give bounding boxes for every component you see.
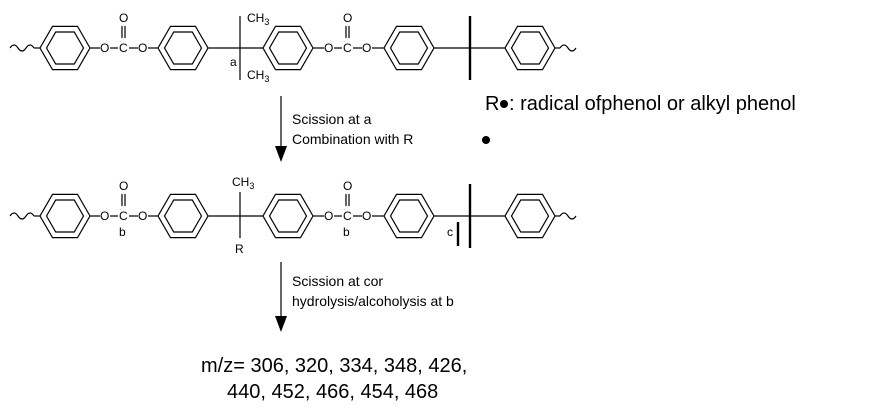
step2-line2: hydrolysis/alcoholysis at b (292, 293, 454, 309)
wavy-chain-end-left (9, 212, 35, 220)
carbonyl-oxygen: O (119, 179, 128, 193)
wavy-chain-end-right (559, 44, 577, 52)
carbonyl-carbon: C (343, 41, 352, 55)
reaction-arrow-step1 (275, 96, 287, 162)
methyl-group-bottom: CH3 (247, 68, 269, 84)
carbonyl-oxygen: O (343, 11, 352, 25)
oxygen-atom: O (100, 41, 109, 55)
benzene-ring (157, 193, 209, 239)
legend-text: : radical ofphenol or alkyl phenol (509, 93, 796, 115)
carbonyl-oxygen: O (119, 11, 128, 25)
step2-line1: Scission at cor (292, 273, 383, 289)
step1-line2: Combination with R (292, 131, 413, 147)
benzene-ring (39, 25, 91, 71)
carbonyl-carbon: C (343, 209, 352, 223)
radical-dot-icon (482, 136, 490, 144)
site-label-c: c (447, 225, 453, 239)
legend-symbol: R (485, 93, 499, 115)
benzene-ring (262, 25, 314, 71)
alkyl-group-r: R (235, 242, 244, 256)
oxygen-atom: O (362, 41, 371, 55)
benzene-ring (262, 193, 314, 239)
carbonyl-carbon: C (119, 209, 128, 223)
step1-line1: Scission at a (292, 111, 372, 127)
reaction-arrow-step2 (275, 262, 287, 332)
benzene-ring (157, 25, 209, 71)
benzene-ring (39, 193, 91, 239)
mz-values-line2: 440, 452, 466, 454, 468 (227, 381, 438, 403)
site-label-b: b (343, 225, 350, 239)
polymer-structure-middle: O O C b O CH3 R O O C b O (9, 175, 577, 256)
carbonyl-oxygen: O (343, 179, 352, 193)
wavy-chain-end-left (9, 44, 35, 52)
mz-values-line1: m/z= 306, 320, 334, 348, 426, (201, 355, 467, 377)
benzene-ring (504, 193, 556, 239)
methyl-group-top: CH3 (247, 11, 269, 27)
oxygen-atom: O (138, 41, 147, 55)
radical-dot-icon (500, 100, 508, 108)
benzene-ring (504, 25, 556, 71)
methyl-group: CH3 (232, 175, 254, 191)
oxygen-atom: O (100, 209, 109, 223)
oxygen-atom: O (138, 209, 147, 223)
benzene-ring (383, 25, 435, 71)
carbonyl-carbon: C (119, 41, 128, 55)
polymer-structure-top: O O C O CH3 a CH3 O O C O (9, 11, 577, 84)
oxygen-atom: O (362, 209, 371, 223)
oxygen-atom: O (324, 41, 333, 55)
site-label-a: a (230, 55, 237, 69)
oxygen-atom: O (324, 209, 333, 223)
site-label-b: b (119, 225, 126, 239)
benzene-ring (383, 193, 435, 239)
wavy-chain-end-right (559, 212, 577, 220)
